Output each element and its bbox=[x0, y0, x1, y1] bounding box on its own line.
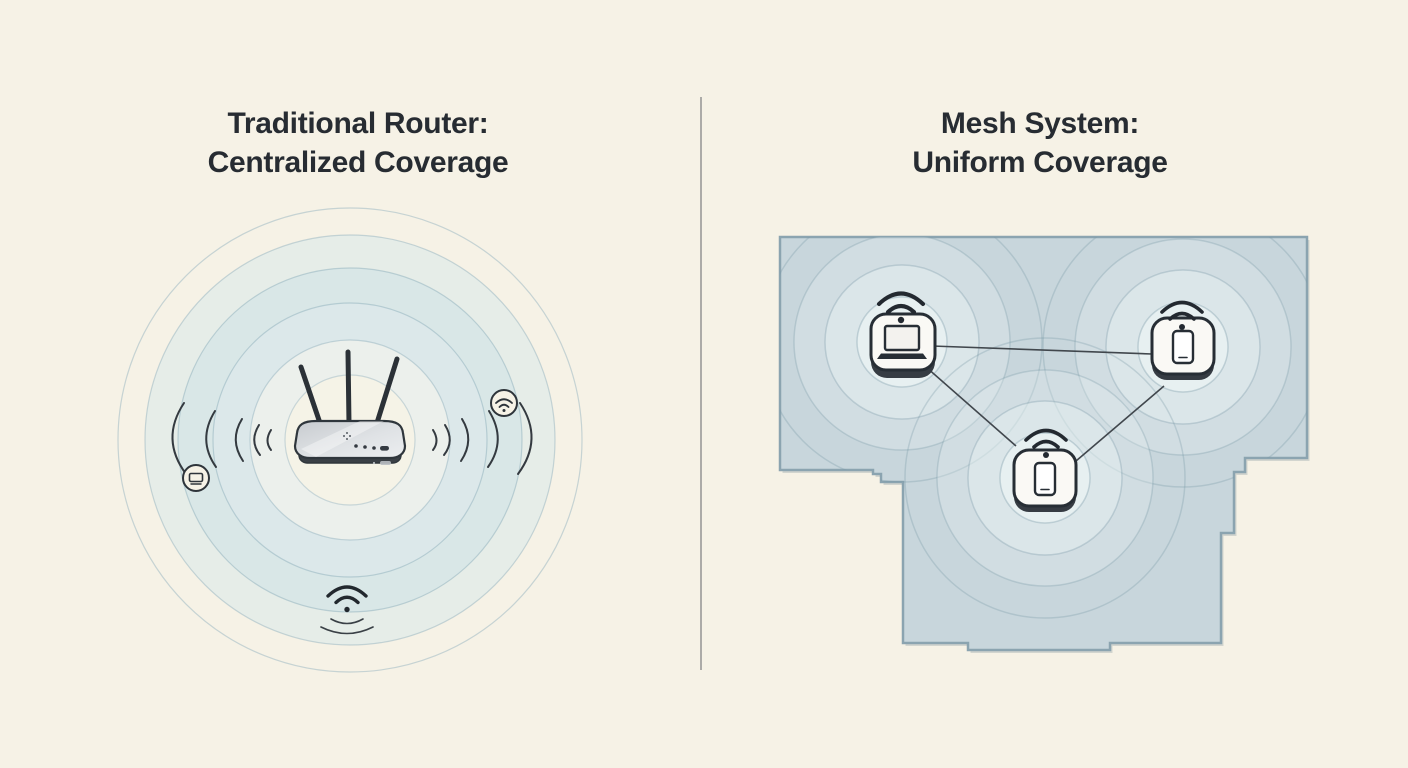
smartphone-icon bbox=[1171, 329, 1195, 365]
left-panel-title: Traditional Router: Centralized Coverage bbox=[0, 104, 716, 182]
right-title-line1: Mesh System: bbox=[940, 107, 1140, 140]
wifi-router-icon bbox=[293, 349, 407, 465]
wifi-icon bbox=[1024, 428, 1068, 458]
wifi-icon bbox=[1160, 300, 1204, 330]
mesh-node-right bbox=[1150, 300, 1216, 380]
left-title-line2: Centralized Coverage bbox=[207, 146, 509, 179]
panel-divider-line bbox=[700, 97, 702, 670]
mesh-link bbox=[925, 366, 1017, 447]
wifi-icon bbox=[877, 291, 925, 324]
mesh-links bbox=[925, 345, 1165, 462]
smartphone-icon bbox=[1033, 461, 1057, 497]
mesh-node-laptop bbox=[869, 291, 937, 378]
signal-waves-left-icon bbox=[171, 402, 272, 475]
device-in-circle-icon bbox=[182, 464, 210, 492]
right-panel-title: Mesh System: Uniform Coverage bbox=[700, 104, 1380, 182]
mesh-link bbox=[931, 345, 1153, 355]
mesh-link bbox=[1075, 385, 1165, 462]
wifi-signal-icon bbox=[320, 585, 374, 635]
signal-waves-right-icon bbox=[432, 402, 533, 475]
left-title-line1: Traditional Router: bbox=[227, 107, 489, 140]
mesh-node-bottom bbox=[1012, 428, 1078, 512]
wifi-in-circle-icon bbox=[490, 389, 518, 417]
laptop-icon bbox=[877, 324, 927, 359]
right-title-line2: Uniform Coverage bbox=[912, 146, 1168, 179]
